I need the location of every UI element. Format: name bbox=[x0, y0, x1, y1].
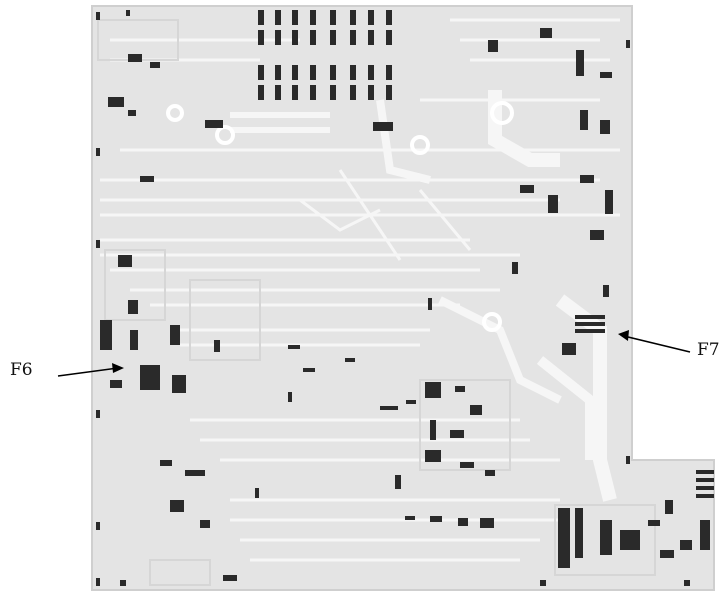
callout-arrows bbox=[57, 330, 691, 377]
callout-label-f6: F6 bbox=[10, 360, 33, 380]
hole-top-right bbox=[490, 101, 514, 125]
hole-top-mid bbox=[215, 125, 235, 145]
arrow-f6-head bbox=[112, 363, 124, 373]
component-cluster-right bbox=[488, 28, 613, 355]
hole-top-left bbox=[166, 104, 184, 122]
arrow-f6 bbox=[57, 367, 119, 377]
component-cluster-left bbox=[100, 54, 237, 581]
callout-label-f7: F7 bbox=[697, 340, 720, 360]
hole-mid-right bbox=[482, 312, 502, 332]
arrow-f7 bbox=[623, 335, 691, 353]
arrow-f7-head bbox=[618, 330, 629, 341]
hole-top-center bbox=[410, 135, 430, 155]
component-cluster-bottom-right bbox=[558, 470, 714, 568]
component-bank-top bbox=[205, 10, 393, 131]
mounting-holes bbox=[166, 101, 514, 332]
board-outline bbox=[91, 5, 715, 591]
ic-footprints bbox=[97, 19, 656, 586]
edge-pads bbox=[96, 10, 690, 586]
component-cluster-center bbox=[255, 298, 495, 528]
